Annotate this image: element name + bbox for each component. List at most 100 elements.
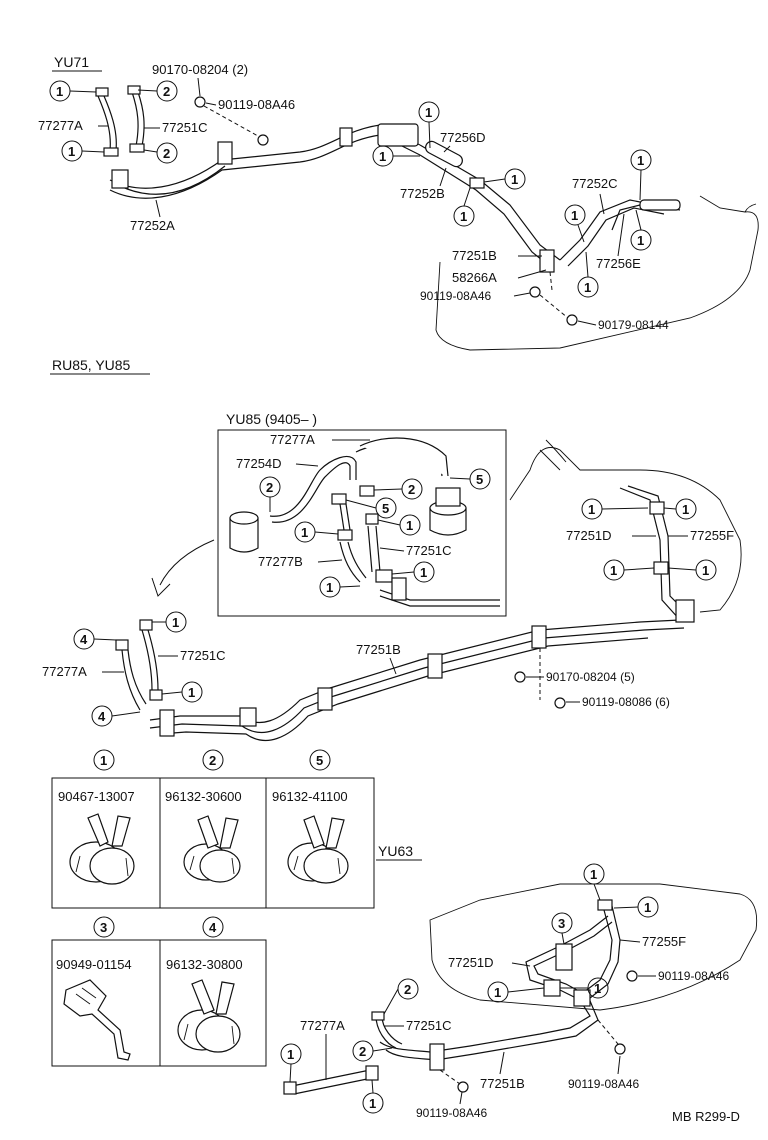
part-label: 58266A	[452, 270, 497, 285]
svg-text:1: 1	[637, 153, 644, 168]
svg-text:1: 1	[702, 563, 709, 578]
legend-part: 96132-41100	[272, 789, 348, 804]
canister-icon	[229, 517, 259, 553]
part-label: 77251C	[162, 120, 208, 135]
pipe-main-lower	[109, 134, 421, 199]
bolt-icon	[257, 134, 269, 146]
legend-callout-3	[93, 916, 115, 938]
part-label: 77252C	[572, 176, 618, 191]
fuel-pump-icon	[429, 507, 467, 536]
svg-text:4: 4	[80, 632, 88, 647]
inset-box	[217, 429, 507, 617]
svg-text:1: 1	[369, 1096, 376, 1111]
part-label: 90119-08086 (6)	[582, 695, 670, 709]
part-label: 77256D	[440, 130, 486, 145]
section-label-yu63: YU63	[378, 843, 413, 859]
svg-text:1: 1	[100, 753, 107, 768]
nut-icon	[566, 314, 578, 326]
svg-text:2: 2	[404, 982, 411, 997]
pipe-clip-icon	[63, 979, 131, 1061]
legend-callout-4	[202, 916, 224, 938]
svg-text:4: 4	[98, 709, 106, 724]
svg-text:3: 3	[100, 920, 107, 935]
part-label: 77277A	[42, 664, 87, 679]
bolt-icon	[457, 1081, 469, 1093]
legend-part: 90467-13007	[58, 789, 135, 804]
part-label: 77277A	[270, 432, 315, 447]
svg-text:1: 1	[460, 209, 467, 224]
svg-text:1: 1	[68, 144, 75, 159]
hose-77251c-top	[131, 91, 139, 147]
section-label-ru85-yu85: RU85, YU85	[52, 357, 131, 373]
section-label-yu71: YU71	[54, 54, 89, 70]
part-label: 77251C	[180, 648, 226, 663]
part-label: 90119-08A46	[218, 97, 295, 112]
legend-part: 90949-01154	[56, 957, 132, 972]
svg-text:2: 2	[266, 480, 273, 495]
part-label: 77254D	[236, 456, 282, 471]
svg-text:1: 1	[588, 502, 595, 517]
callout-2	[156, 142, 178, 164]
part-label: 77251C	[406, 543, 452, 558]
part-label: 77255F	[690, 528, 734, 543]
svg-text:1: 1	[406, 518, 413, 533]
fuel-tank-outline	[435, 195, 759, 351]
part-label: 90170-08204 (5)	[546, 670, 635, 684]
part-label: 77277A	[300, 1018, 345, 1033]
part-label: 90119-08A46	[420, 289, 492, 303]
svg-text:1: 1	[420, 565, 427, 580]
section-yu63: YU63 1 1 3 1	[280, 843, 758, 1124]
part-label: 77251B	[356, 642, 401, 657]
fuel-tank-outline	[509, 447, 742, 613]
legend-callout-5	[309, 749, 331, 771]
svg-text:1: 1	[425, 105, 432, 120]
part-label: 77252A	[130, 218, 175, 233]
legend-box-clamps-2	[51, 939, 267, 1067]
svg-text:1: 1	[301, 525, 308, 540]
section-yu71: YU71	[38, 54, 759, 351]
callout-1	[564, 204, 586, 226]
svg-text:1: 1	[188, 685, 195, 700]
nut-icon	[194, 96, 206, 108]
svg-text:1: 1	[682, 502, 689, 517]
part-label: 77251B	[480, 1076, 525, 1091]
svg-text:1: 1	[594, 981, 601, 996]
svg-text:1: 1	[511, 172, 518, 187]
inset-label: YU85 (9405– )	[226, 411, 317, 427]
nut-icon	[514, 671, 526, 683]
svg-text:3: 3	[558, 916, 565, 931]
svg-text:1: 1	[379, 149, 386, 164]
part-label: 77256E	[596, 256, 641, 271]
hose-clamp-icon	[177, 979, 241, 1053]
bolt-icon	[626, 970, 638, 982]
part-label: 77251D	[448, 955, 494, 970]
svg-text:1: 1	[326, 580, 333, 595]
svg-text:2: 2	[163, 146, 170, 161]
hose-77277a-bottom	[291, 1069, 371, 1087]
bolt-icon	[529, 286, 541, 298]
pipe-77251b-bottom	[379, 915, 609, 1053]
svg-text:5: 5	[476, 472, 483, 487]
part-label: 77251C	[406, 1018, 452, 1033]
svg-text:1: 1	[637, 233, 644, 248]
svg-text:4: 4	[209, 920, 217, 935]
bolt-icon	[554, 697, 566, 709]
svg-text:2: 2	[359, 1044, 366, 1059]
svg-text:1: 1	[172, 615, 179, 630]
legend: 1 2 5 90467-13007 96132-30600 96132-4110…	[51, 749, 375, 1067]
part-label: 77251B	[452, 248, 497, 263]
part-label: 90119-08A46	[416, 1106, 488, 1120]
hose-77277a-mid	[121, 649, 141, 711]
svg-text:5: 5	[316, 753, 323, 768]
part-label: 90119-08A46	[568, 1077, 640, 1091]
hose-clamp-icon	[287, 815, 349, 884]
legend-box-clamps	[51, 777, 375, 909]
hose-77277a-top	[97, 95, 111, 151]
legend-part: 96132-30600	[165, 789, 242, 804]
svg-text:2: 2	[408, 482, 415, 497]
section-ru85-yu85: RU85, YU85 YU85 (9405– ) 2 2	[42, 357, 742, 742]
fuel-tank-outline	[429, 883, 758, 1011]
bolt-icon	[614, 1043, 626, 1055]
